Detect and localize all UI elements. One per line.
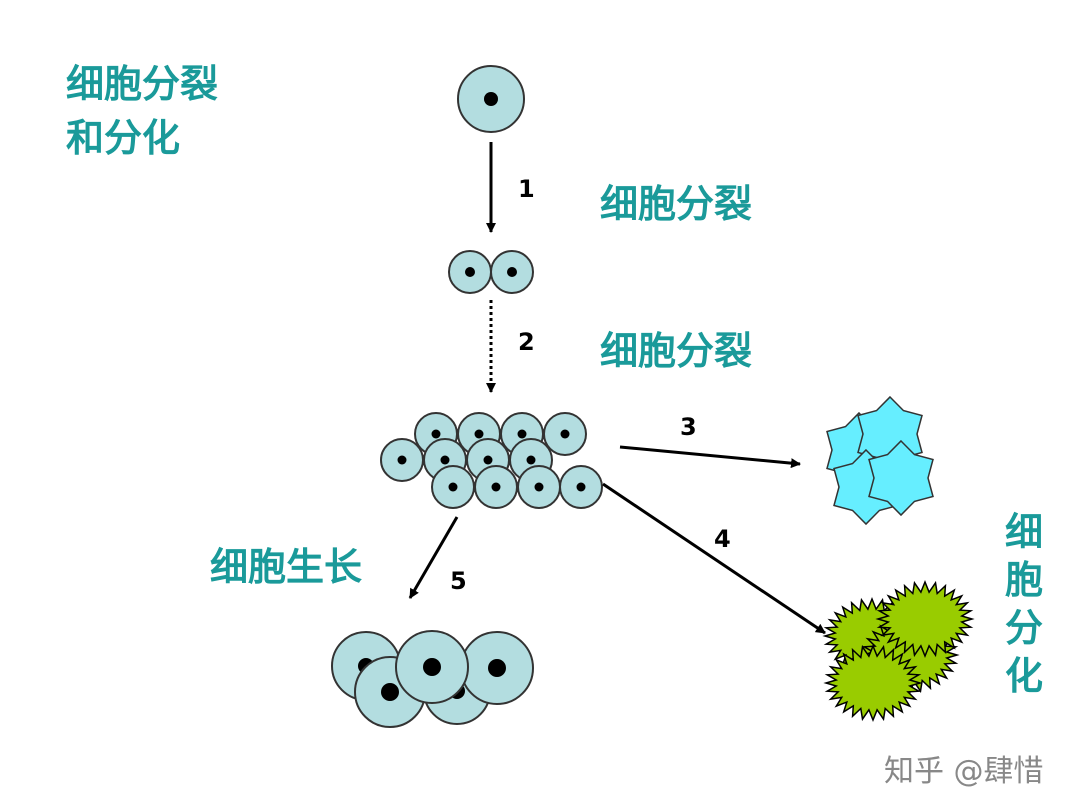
cluster-cell [431, 465, 475, 509]
step-number-1: 1 [518, 175, 535, 203]
arrow-step-4 [602, 482, 826, 635]
cluster-cell [559, 465, 603, 509]
vertical-char-4: 化 [1004, 654, 1043, 698]
arrow-step-5 [408, 516, 459, 599]
grown-cell [460, 631, 534, 705]
grown-cell [395, 630, 469, 704]
spiky-cell [823, 643, 923, 723]
step-number-2: 2 [518, 328, 535, 356]
step-number-5: 5 [450, 567, 467, 595]
step-number-3: 3 [680, 413, 697, 441]
cluster-cell [543, 412, 587, 456]
label-cell-division-2: 细胞分裂 [600, 329, 753, 373]
two-cells [448, 250, 534, 294]
star-cells-group [826, 395, 934, 526]
star-cell [868, 439, 934, 517]
spiky-cell [875, 579, 975, 659]
vertical-char-3: 分 [1004, 606, 1043, 650]
vertical-char-1: 细 [1004, 510, 1043, 554]
label-cell-differentiation-vertical: 细 胞 分 化 [1000, 508, 1048, 700]
cluster-cell [380, 438, 424, 482]
spiky-cells-group [822, 579, 975, 723]
title-line-1: 细胞分裂 [66, 62, 219, 106]
step-number-4: 4 [714, 525, 731, 553]
arrow-step-3 [619, 445, 801, 469]
cluster-cell [517, 465, 561, 509]
vertical-char-2: 胞 [1004, 558, 1043, 602]
original-cell [457, 65, 525, 133]
watermark: 知乎 @肆惜 [884, 754, 1044, 789]
cell-cluster [380, 412, 603, 509]
cluster-cell [474, 465, 518, 509]
label-cell-division-1: 细胞分裂 [600, 182, 753, 226]
grown-cells-group [331, 630, 534, 728]
label-cell-growth: 细胞生长 [210, 545, 363, 589]
title-line-2: 和分化 [66, 116, 181, 160]
